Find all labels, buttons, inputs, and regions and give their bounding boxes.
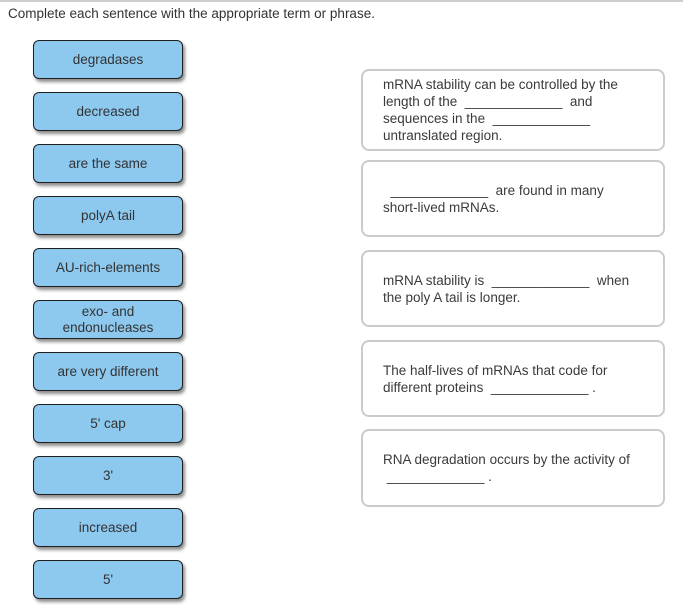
sentence-list: mRNA stability can be controlled by the …	[361, 69, 665, 589]
term-chip-exo-and-endonucleases[interactable]: exo- and endonucleases	[33, 300, 183, 339]
term-chip-label: AU-rich-elements	[55, 259, 161, 275]
term-chip-decreased[interactable]: decreased	[33, 92, 183, 131]
term-chip-label: 5'	[102, 571, 114, 587]
sentence-text: mRNA stability is _____________ when the…	[383, 272, 630, 305]
sentence-text: The half-lives of mRNAs that code for di…	[383, 362, 608, 395]
term-chip-label: 3'	[102, 467, 114, 483]
term-chip-label: decreased	[76, 103, 140, 119]
term-chip-increased[interactable]: increased	[33, 508, 183, 547]
sentence-dropzone-3[interactable]: mRNA stability is _____________ when the…	[361, 250, 665, 327]
term-chip-label: 5' cap	[90, 415, 126, 431]
term-chip-label: increased	[78, 519, 138, 535]
term-chip-label: exo- and endonucleases	[62, 303, 154, 335]
term-chip-label: are very different	[57, 363, 159, 379]
term-chip-are-very-different[interactable]: are very different	[33, 352, 183, 391]
term-chip-5-cap[interactable]: 5' cap	[33, 404, 183, 443]
sentence-text: _____________ are found in many short-li…	[383, 182, 604, 215]
sentence-dropzone-4[interactable]: The half-lives of mRNAs that code for di…	[361, 340, 665, 417]
sentence-dropzone-1[interactable]: mRNA stability can be controlled by the …	[361, 69, 665, 151]
sentence-dropzone-2[interactable]: _____________ are found in many short-li…	[361, 160, 665, 237]
term-chip-au-rich-elements[interactable]: AU-rich-elements	[33, 248, 183, 287]
term-chip-are-the-same[interactable]: are the same	[33, 144, 183, 183]
sentence-dropzone-5[interactable]: RNA degradation occurs by the activity o…	[361, 429, 665, 507]
term-chip-5-prime[interactable]: 5'	[33, 560, 183, 599]
sentence-text: mRNA stability can be controlled by the …	[383, 77, 618, 143]
term-chip-polya-tail[interactable]: polyA tail	[33, 196, 183, 235]
instructions-text: Complete each sentence with the appropri…	[8, 6, 375, 21]
term-chip-label: polyA tail	[80, 207, 136, 223]
term-chip-label: are the same	[68, 155, 148, 171]
term-chip-degradases[interactable]: degradases	[33, 40, 183, 79]
term-chip-label: degradases	[72, 51, 144, 67]
term-chip-list: degradases decreased are the same polyA …	[33, 40, 183, 599]
sentence-text: RNA degradation occurs by the activity o…	[383, 452, 630, 484]
term-chip-3-prime[interactable]: 3'	[33, 456, 183, 495]
